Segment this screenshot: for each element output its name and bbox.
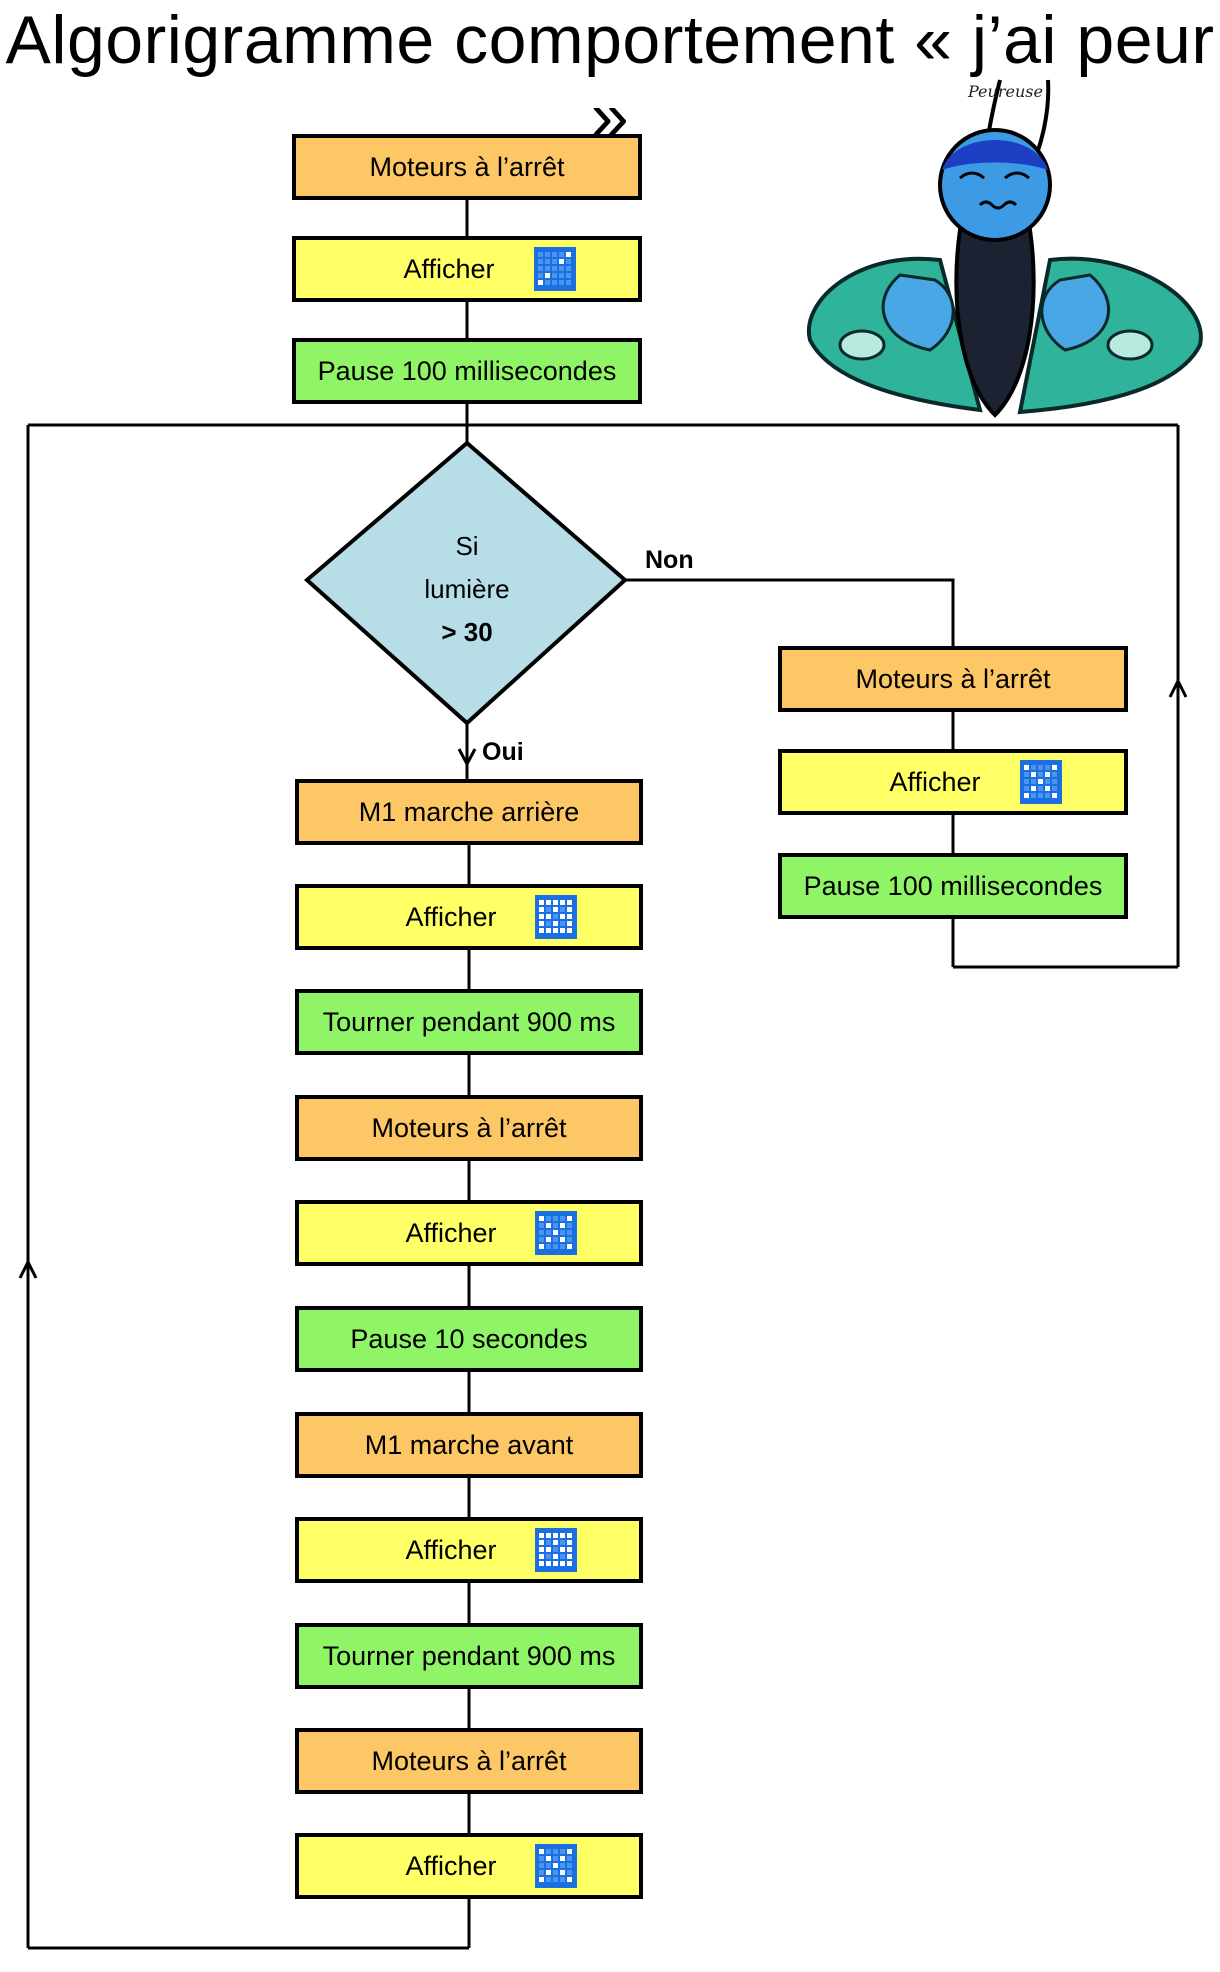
no-step-3-label: Pause 100 millisecondes [803,870,1103,901]
init-step-1-label: Moteurs à l’arrêt [369,151,565,182]
no-step-2: Afficher [778,749,1128,815]
yes-step-6: Pause 10 secondes [295,1306,643,1372]
yes-step-10: Moteurs à l’arrêt [295,1728,643,1794]
decision-line-2: lumière [424,574,510,604]
init-step-2-label: Afficher [403,253,495,284]
no-step-1: Moteurs à l’arrêt [778,646,1128,712]
led-grid-icon [535,895,577,939]
init-step-3-label: Pause 100 millisecondes [317,355,617,386]
yes-step-10-label: Moteurs à l’arrêt [371,1745,567,1776]
led-cross-icon [535,1844,577,1888]
decision-line-3: > 30 [441,617,493,647]
yes-step-7: M1 marche avant [295,1412,643,1478]
no-step-1-label: Moteurs à l’arrêt [855,663,1051,694]
yes-step-4-label: Moteurs à l’arrêt [371,1112,567,1143]
yes-step-6-label: Pause 10 secondes [350,1323,588,1354]
no-branch-label: Non [645,546,694,574]
loop-right-arrow [1168,677,1188,698]
init-step-2: Afficher [292,236,642,302]
init-step-3: Pause 100 millisecondes [292,338,642,404]
signature: Peureuse [968,82,1043,101]
yes-step-11: Afficher [295,1833,643,1899]
yes-step-9-label: Tourner pendant 900 ms [322,1640,616,1671]
led-grid-icon [535,1528,577,1572]
yes-step-7-label: M1 marche avant [364,1429,574,1460]
scared-moth-icon [806,79,1203,418]
yes-step-2-label: Afficher [405,901,497,932]
page-title: Algorigramme comportement « j’ai peur » [5,2,1215,154]
init-step-1: Moteurs à l’arrêt [292,134,642,200]
decision-line-1: Si [455,531,479,561]
led-cross-icon [1020,760,1062,804]
led-cross-icon [535,1211,577,1255]
yes-step-3-label: Tourner pendant 900 ms [322,1006,616,1037]
yes-step-1-label: M1 marche arrière [358,796,580,827]
no-step-3: Pause 100 millisecondes [778,853,1128,919]
yes-step-9: Tourner pendant 900 ms [295,1623,643,1689]
yes-step-4: Moteurs à l’arrêt [295,1095,643,1161]
yes-step-5-label: Afficher [405,1217,497,1248]
yes-step-8: Afficher [295,1517,643,1583]
decision-text: Si lumière > 30 [397,525,537,654]
yes-branch-label: Oui [482,738,524,766]
yes-step-5: Afficher [295,1200,643,1266]
yes-step-1: M1 marche arrière [295,779,643,845]
yes-step-2: Afficher [295,884,643,950]
no-branch-line [625,578,955,646]
yes-branch-arrow [457,748,477,768]
led-diagonal-icon [534,247,576,291]
loop-left-arrow [18,1258,38,1279]
no-step-2-label: Afficher [889,766,981,797]
yes-step-8-label: Afficher [405,1534,497,1565]
yes-step-11-label: Afficher [405,1850,497,1881]
yes-step-3: Tourner pendant 900 ms [295,989,643,1055]
